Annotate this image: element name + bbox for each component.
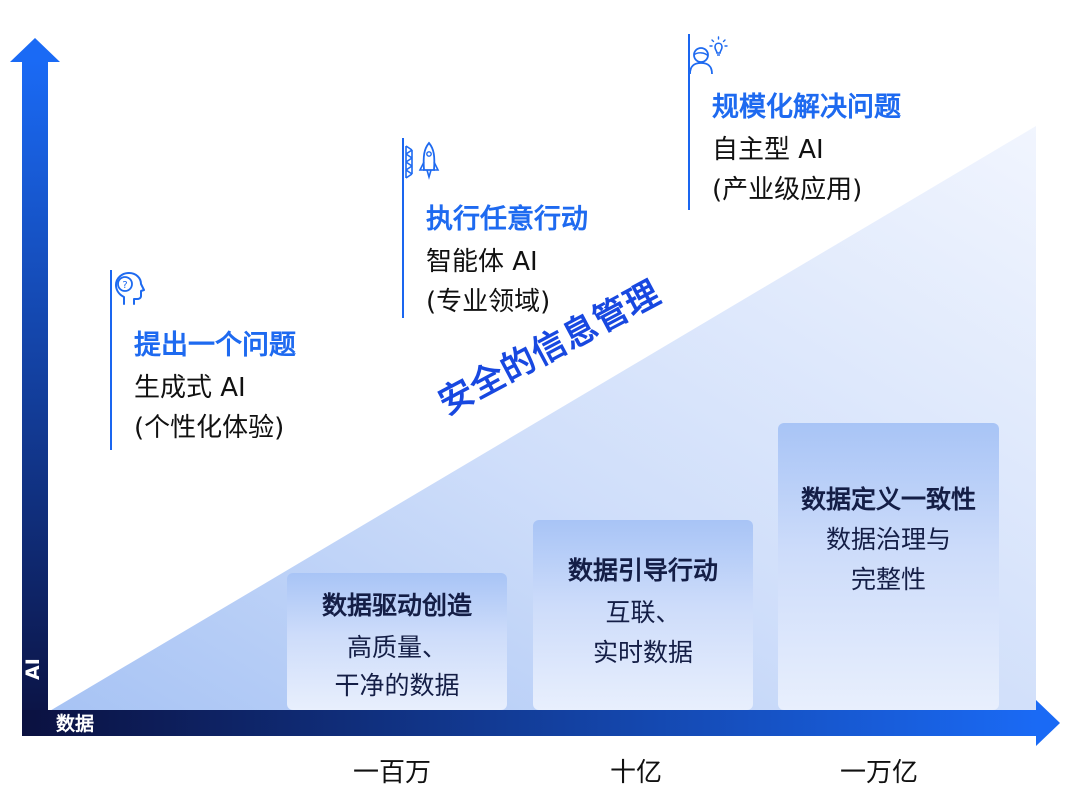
stage-divider-line xyxy=(110,270,112,450)
stage-divider-line xyxy=(402,138,404,318)
lightbulb-person-icon xyxy=(689,36,728,74)
stage-ai-type: 智能体 AI xyxy=(426,247,538,277)
stage-ai-type: 自主型 AI xyxy=(712,135,824,165)
stage-ai-scope: (专业领域) xyxy=(426,287,551,317)
data-box-creation: 数据驱动创造 高质量、 干净的数据 xyxy=(287,573,507,710)
data-box-line: 干净的数据 xyxy=(334,671,460,700)
data-box-title: 数据驱动创造 xyxy=(321,591,472,620)
stage-autonomous-ai: 规模化解决问题 自主型 AI (产业级应用) xyxy=(688,34,1018,210)
stage-divider-line xyxy=(688,34,690,210)
stage-agentic-ai: 执行任意行动 智能体 AI (专业领域) xyxy=(402,138,702,318)
x-axis-bar xyxy=(22,710,1038,736)
data-box-line: 数据治理与 xyxy=(825,525,951,554)
x-axis-label: 数据 xyxy=(56,713,95,735)
stage-title: 执行任意行动 xyxy=(426,204,588,235)
stage-ai-type: 生成式 AI xyxy=(134,373,246,403)
x-tick-million: 一百万 xyxy=(353,758,432,788)
data-box-title: 数据定义一致性 xyxy=(800,485,976,514)
data-box-line: 实时数据 xyxy=(592,638,693,667)
stage-title: 提出一个问题 xyxy=(134,330,296,361)
stage-title: 规模化解决问题 xyxy=(712,92,901,123)
y-axis-label: AI xyxy=(22,658,44,680)
rocket-icon xyxy=(405,141,440,180)
svg-text:?: ? xyxy=(122,280,127,291)
x-axis-arrow xyxy=(1036,700,1060,746)
y-axis-arrow xyxy=(10,38,60,62)
stage-ai-scope: (个性化体验) xyxy=(134,413,285,443)
stage-generative-ai: ? 提出一个问题 生成式 AI (个性化体验) xyxy=(110,270,410,450)
data-box-line: 完整性 xyxy=(850,565,926,594)
x-tick-trillion: 一万亿 xyxy=(840,758,919,788)
question-head-icon: ? xyxy=(115,272,145,305)
data-box-title: 数据引导行动 xyxy=(567,556,718,585)
stage-ai-scope: (产业级应用) xyxy=(712,175,863,205)
data-box-consistency: 数据定义一致性 数据治理与 完整性 xyxy=(778,423,999,710)
data-box-action: 数据引导行动 互联、 实时数据 xyxy=(533,520,753,710)
y-axis-bar xyxy=(22,60,48,736)
data-box-line: 互联、 xyxy=(605,598,681,627)
data-box-line: 高质量、 xyxy=(346,633,447,662)
x-tick-billion: 十亿 xyxy=(610,758,663,788)
